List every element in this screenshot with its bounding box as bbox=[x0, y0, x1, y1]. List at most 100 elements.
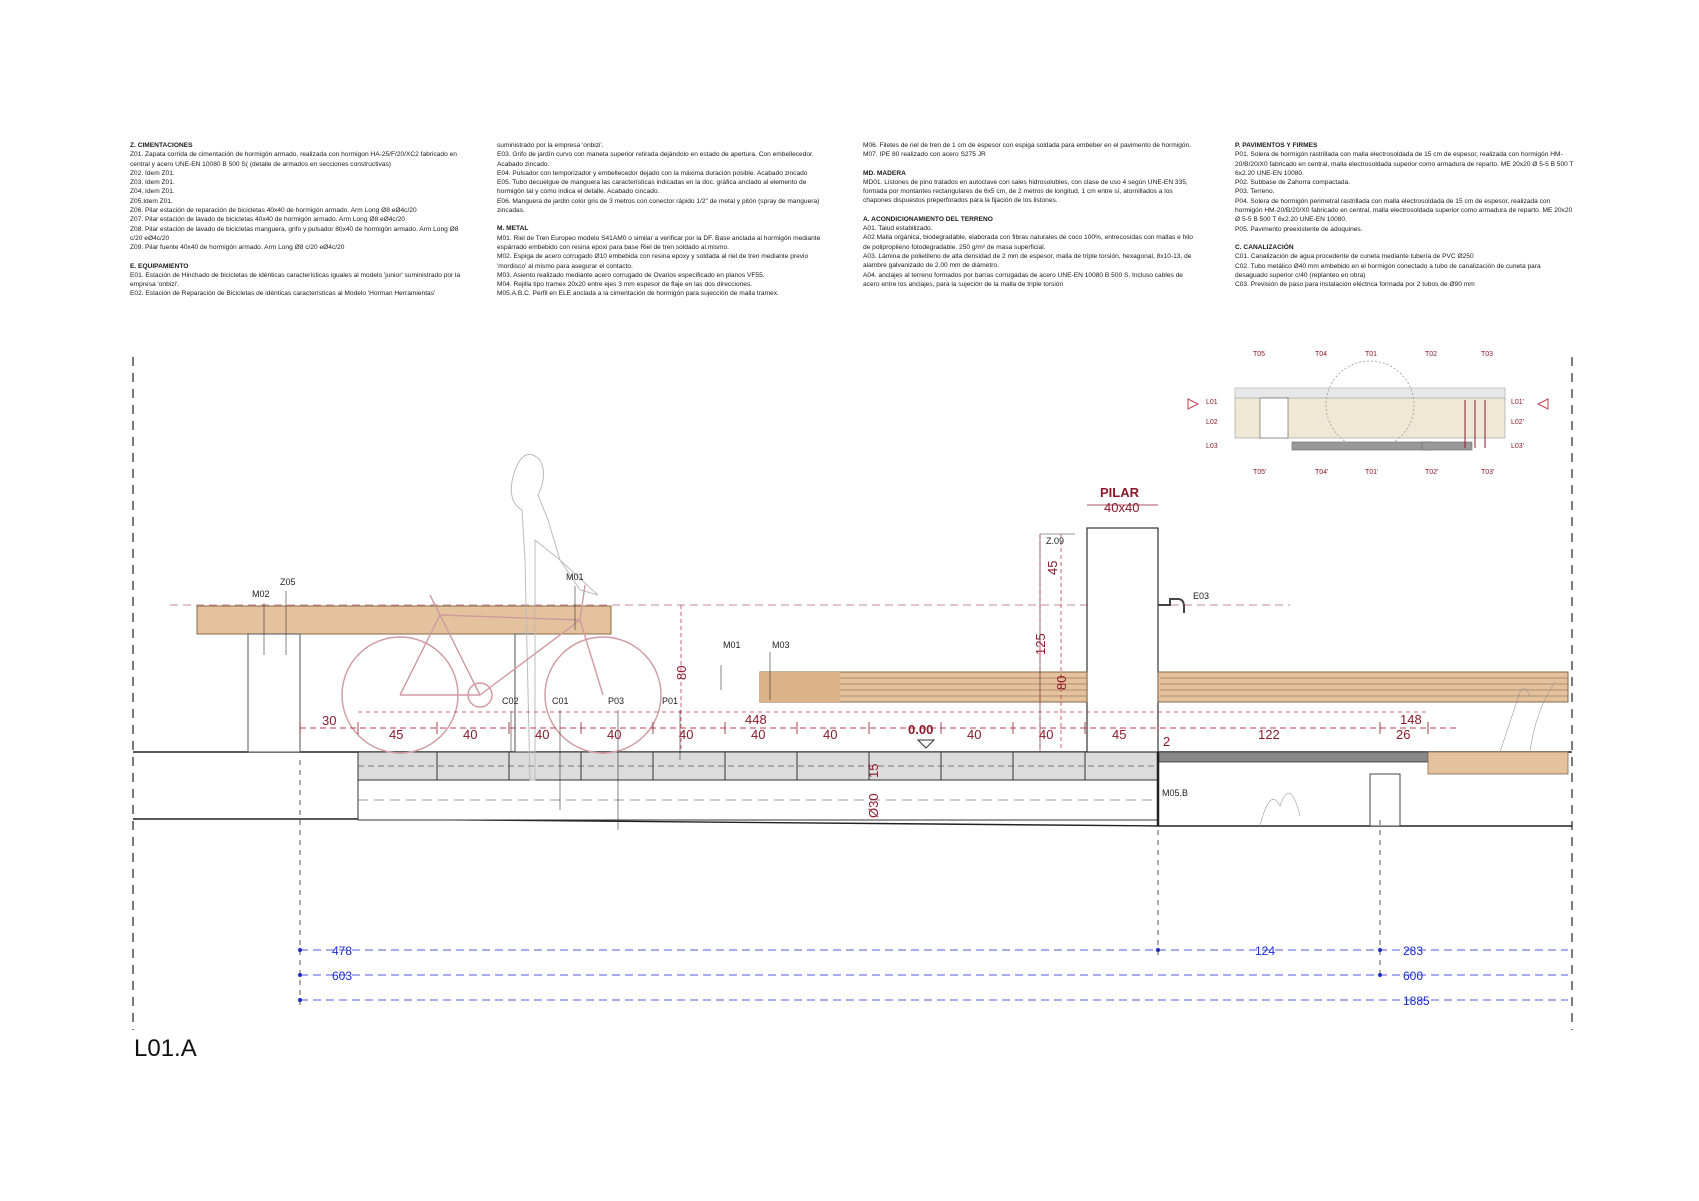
vdim-45: 45 bbox=[1045, 561, 1060, 575]
dim-40a: 40 bbox=[463, 727, 477, 742]
vdim-80: 80 bbox=[674, 666, 689, 680]
label-m03: M03 bbox=[772, 640, 790, 650]
faucet-icon bbox=[1158, 598, 1185, 613]
note-heading: MD. MADERA bbox=[863, 169, 906, 177]
kp-left-1: L02 bbox=[1206, 419, 1218, 426]
kp-right-2: L03' bbox=[1511, 443, 1524, 450]
kp-top-0: T05 bbox=[1253, 351, 1265, 358]
dim-45b: 45 bbox=[1112, 727, 1126, 742]
dim-ticks bbox=[299, 722, 1429, 734]
dim-30: 30 bbox=[322, 713, 336, 728]
notes-pavimentos-canalizacion: P. PAVIMENTOS Y FIRMES P01. Solera de hor… bbox=[1235, 141, 1575, 289]
element-labels: M02 Z05 M01 M01 M03 C02 C01 P03 P01 Z.09… bbox=[252, 536, 1209, 798]
note-item: P05. Pavimento preexistente de adoquines… bbox=[1235, 225, 1363, 233]
vdim-15: 15 bbox=[866, 764, 881, 778]
dim-level: 0.00 bbox=[908, 722, 933, 737]
note-item: E06. Manguera de jardín color gris de 3 … bbox=[497, 197, 820, 215]
blue-dim-verticals bbox=[299, 760, 1381, 1005]
kp-top-3: T02 bbox=[1425, 351, 1437, 358]
dim-40b: 40 bbox=[535, 727, 549, 742]
bench-support-left bbox=[247, 633, 301, 753]
note-item: M01. Riel de Tren Europeo modelo S41AM0 … bbox=[497, 234, 821, 251]
note-item: Z02. Idem Z01. bbox=[130, 169, 175, 177]
pilar-column bbox=[1086, 527, 1159, 753]
note-item: M06. Filetes de riel de tren de 1 cm de … bbox=[863, 142, 1192, 149]
notes-equipamiento-metal: suministrado por la empresa 'onbizi'.E03… bbox=[497, 141, 833, 299]
vegetation bbox=[1259, 681, 1556, 827]
pilar-label: PILAR bbox=[1100, 485, 1140, 500]
note-item: Z04. Idem Z01. bbox=[130, 188, 175, 196]
note-item: A02 Malla orgánica, biodegradable, elabo… bbox=[863, 234, 1193, 251]
label-m02: M02 bbox=[252, 589, 270, 599]
note-item: P01. Solera de hormigón rastrillada con … bbox=[1235, 151, 1574, 177]
note-item: P02. Subbase de Zahorra compactada. bbox=[1235, 179, 1351, 187]
note-item: P03. Terreno. bbox=[1235, 188, 1275, 196]
bdim-603: 603 bbox=[332, 969, 352, 983]
note-item: Z06. Pilar estación de reparación de bic… bbox=[130, 207, 417, 215]
dim-122: 122 bbox=[1258, 727, 1280, 742]
perimeter-paving bbox=[1427, 751, 1569, 775]
dim-40e: 40 bbox=[751, 727, 765, 742]
kp-bottom-0: T05' bbox=[1253, 469, 1266, 476]
note-heading: P. PAVIMENTOS Y FIRMES bbox=[1235, 142, 1318, 149]
note-heading: Z. CIMENTACIONES bbox=[130, 142, 193, 149]
label-z09: Z.09 bbox=[1046, 536, 1064, 546]
kp-right-0: L01' bbox=[1511, 399, 1524, 406]
dim-148: 148 bbox=[1400, 712, 1422, 727]
drawing-title: L01.A bbox=[134, 1035, 197, 1062]
note-item: Z01. Zapata corrida de cimentación de ho… bbox=[130, 151, 457, 168]
notes-cimentaciones-equipamiento: Z. CIMENTACIONES Z01. Zapata corrida de c… bbox=[130, 141, 465, 299]
notes-metal-madera-terreno: M06. Filetes de riel de tren de 1 cm de … bbox=[863, 141, 1198, 289]
label-z05: Z05 bbox=[280, 577, 296, 587]
label-c01: C01 bbox=[552, 696, 569, 706]
note-heading: M. METAL bbox=[497, 225, 529, 233]
blue-dims bbox=[298, 948, 1568, 1002]
note-item: E01. Estación de Hinchado de bicicletas … bbox=[130, 271, 461, 289]
note-item: A01. Talud estabilizado. bbox=[863, 225, 933, 233]
bdim-600: 600 bbox=[1403, 969, 1423, 983]
note-item: E04. Pulsador con temporizador y embelle… bbox=[497, 169, 808, 177]
label-p03: P03 bbox=[608, 696, 624, 706]
dim-40d: 40 bbox=[679, 727, 693, 742]
keyplan-labels: T05 T04 T01 T02 T03 T05' T04' T01' T02' … bbox=[1206, 351, 1524, 476]
bdim-1885: 1885 bbox=[1403, 994, 1430, 1008]
dim-40c: 40 bbox=[607, 727, 621, 742]
kp-top-1: T04 bbox=[1315, 351, 1327, 358]
vdim-80b: 80 bbox=[1054, 676, 1069, 690]
vdim-125: 125 bbox=[1033, 633, 1048, 655]
human-silhouette bbox=[510, 453, 599, 781]
note-item: E05. Tubo decuelgue de manguera las cara… bbox=[497, 179, 807, 196]
note-item: M03. Asiento realizado mediante acero co… bbox=[497, 271, 765, 279]
note-item: Z09. Pilar fuente 40x40 de hormigón arma… bbox=[130, 244, 345, 252]
rail-slats-left bbox=[840, 677, 1087, 697]
wooden-rail-right bbox=[1157, 671, 1569, 703]
rail-end-left bbox=[760, 672, 840, 702]
kp-bottom-3: T02' bbox=[1425, 469, 1438, 476]
note-item: M04. Rejilla tipo tramex 20x20 entre eje… bbox=[497, 281, 753, 289]
rail-slats-right bbox=[1160, 677, 1568, 697]
note-item: C02. Tubo metálico Ø40 mm embebido en el… bbox=[1235, 262, 1541, 279]
tramex-grate bbox=[1157, 751, 1429, 763]
drain-box bbox=[1369, 773, 1401, 827]
note-heading: E. EQUIPAMIENTO bbox=[130, 262, 189, 270]
note-item: suministrado por la empresa 'onbizi'. bbox=[497, 142, 604, 149]
label-e03: E03 bbox=[1193, 591, 1209, 601]
bdim-283: 283 bbox=[1403, 944, 1423, 958]
dim-40g: 40 bbox=[967, 727, 981, 742]
note-item: M05.A.B.C. Perfil en ELE anclada a la ci… bbox=[497, 290, 779, 298]
note-item: Z03. Idem Z01. bbox=[130, 179, 175, 187]
note-item: Z05.Idem Z01. bbox=[130, 197, 173, 205]
key-plan bbox=[1187, 360, 1549, 451]
note-item: A04. anclajes al terreno formados por ba… bbox=[863, 271, 1183, 288]
label-m01-rail: M01 bbox=[723, 640, 741, 650]
bicycle-icon bbox=[341, 584, 662, 754]
dim-448: 448 bbox=[745, 712, 767, 727]
kp-right-1: L02' bbox=[1511, 419, 1524, 426]
dim-2: 2 bbox=[1163, 734, 1170, 749]
level-triangle-icon bbox=[916, 739, 936, 749]
kp-top-2: T01 bbox=[1365, 351, 1377, 358]
note-item: M07. IPE 80 realizado con acero S275 JR bbox=[863, 151, 986, 159]
note-item: C03. Previsión de paso para instalación … bbox=[1235, 281, 1475, 289]
kp-left-2: L03 bbox=[1206, 443, 1218, 450]
